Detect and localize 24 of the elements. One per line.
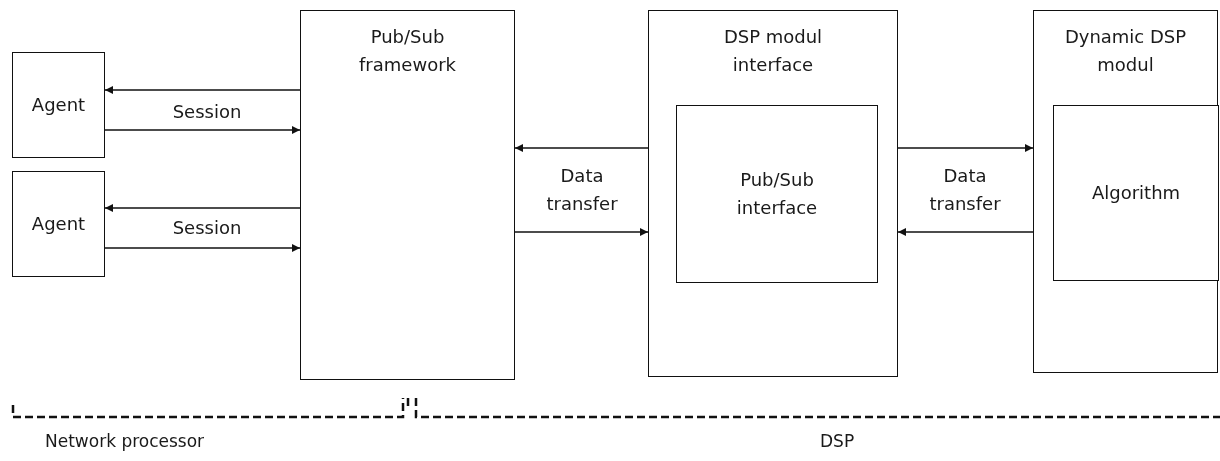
box-label: DSP modul interface <box>722 25 824 77</box>
box-label: Pub/Sub interface <box>735 168 819 220</box>
module-box <box>648 10 898 377</box>
arrow <box>104 204 301 212</box>
box-label: Agent <box>31 93 86 117</box>
component-box <box>1053 105 1219 281</box>
arrow <box>897 228 1034 236</box>
region-label: Network processor <box>45 431 205 451</box>
module-box <box>12 52 105 158</box>
module-box <box>300 10 515 380</box>
component-box <box>676 105 878 283</box>
box-label: Pub/Sub framework <box>358 25 457 77</box>
arrow <box>514 228 649 236</box>
module-box <box>1033 10 1218 373</box>
box-label: Agent <box>31 212 86 236</box>
region-label: DSP <box>820 431 855 451</box>
arrow <box>897 144 1034 152</box>
arrow <box>514 144 649 152</box>
box-label: Algorithm <box>1091 181 1181 205</box>
module-box <box>12 171 105 277</box>
arrow <box>104 86 301 94</box>
arrow <box>104 244 301 252</box>
arrow <box>104 126 301 134</box>
box-label: Dynamic DSP modul <box>1063 25 1188 77</box>
